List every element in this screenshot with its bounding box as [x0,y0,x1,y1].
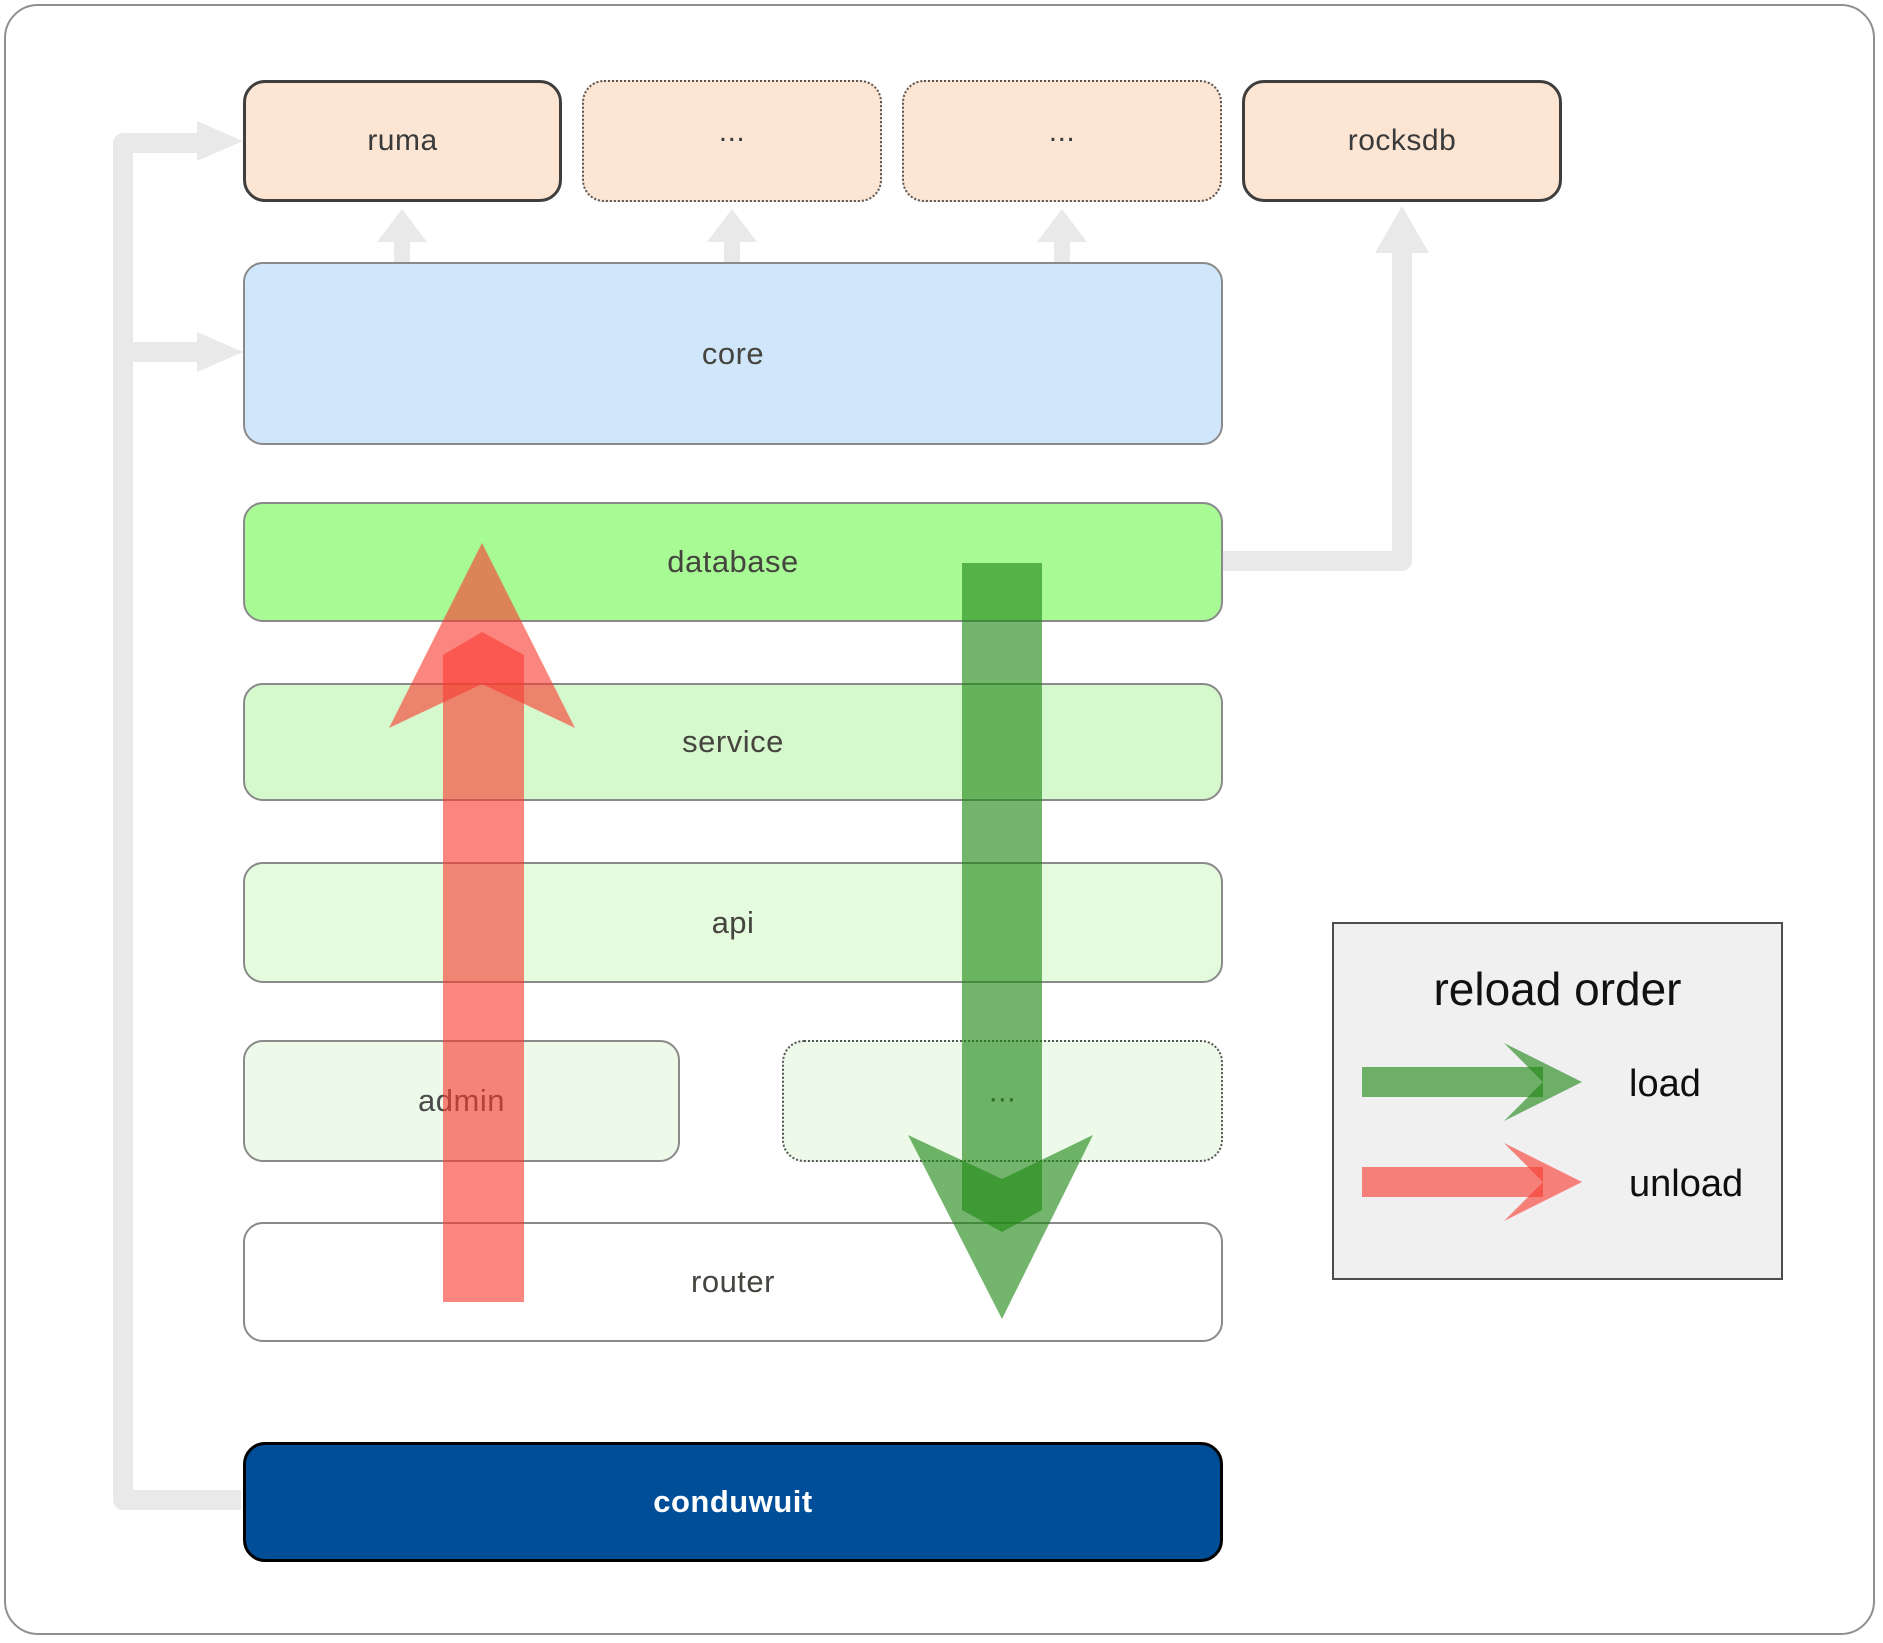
box-api: api [243,862,1223,983]
box-module-b-label: ... [1048,114,1076,148]
box-admin-more: ... [782,1040,1223,1162]
legend-label-load: load [1629,1063,1701,1105]
box-api-label: api [711,904,755,940]
outer-frame [4,4,1875,1635]
box-router-label: router [691,1264,775,1299]
box-conduwuit-label: conduwuit [653,1484,813,1519]
box-service: service [243,683,1223,801]
box-core: core [243,262,1223,445]
box-admin-label: admin [418,1083,505,1118]
box-database: database [243,502,1223,622]
box-admin: admin [243,1040,680,1162]
box-module-a: ... [582,80,882,202]
core-to-modules-arrows [377,209,1087,262]
box-module-b: ... [902,80,1222,202]
up-arrow-shaft [394,241,410,262]
legend-title: reload order [1433,963,1682,1015]
up-arrowhead [707,209,757,242]
database-to-rocksdb-connector [1222,206,1429,571]
up-arrow-shaft [1054,241,1070,262]
left-elbow-line [113,133,241,1510]
arrowhead-into-core [197,332,243,372]
box-rocksdb-label: rocksdb [1347,124,1457,157]
box-ruma-label: ruma [367,124,438,157]
box-router: router [243,1222,1223,1342]
up-arrowhead [377,209,427,242]
arrowhead-into-rocksdb [1375,206,1429,253]
up-arrowhead [1037,209,1087,242]
box-ruma: ruma [243,80,562,202]
box-conduwuit: conduwuit [243,1442,1223,1562]
connector-arrowheads [197,121,243,372]
box-core-label: core [701,335,765,371]
box-rocksdb: rocksdb [1242,80,1562,202]
box-module-a-label: ... [718,114,746,148]
box-database-label: database [667,544,799,579]
legend-box: reload order load unload [1332,922,1783,1280]
legend-label-unload: unload [1629,1163,1744,1205]
conduwuit-to-ruma-core-connector [113,133,241,1510]
box-service-label: service [682,724,784,759]
box-admin-more-label: ... [988,1073,1017,1109]
arrowhead-into-ruma [197,121,243,161]
up-arrow-shaft [724,241,740,262]
